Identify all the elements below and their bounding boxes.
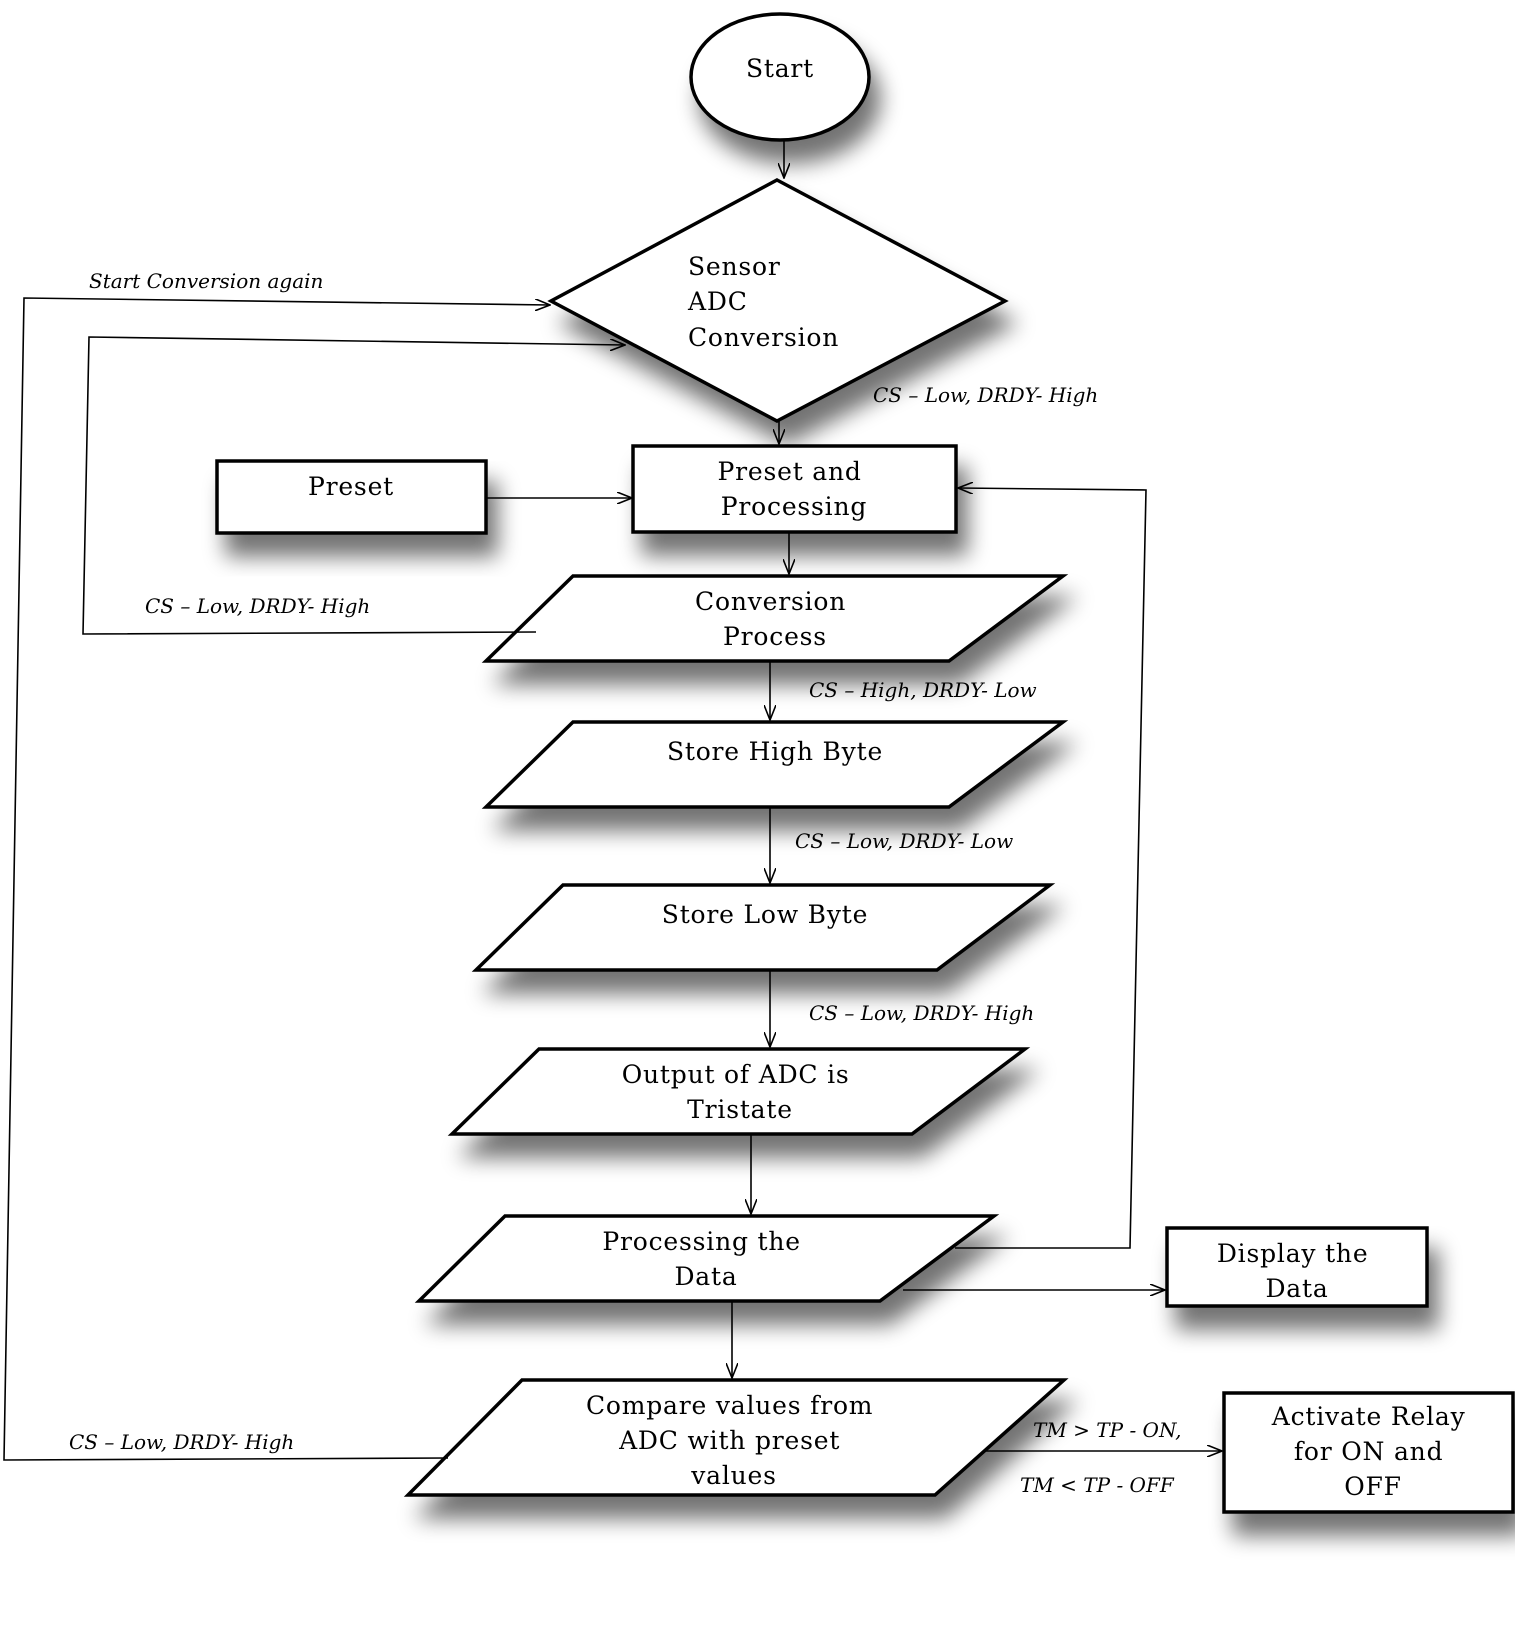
display-data-line-1: Display the	[1217, 1239, 1369, 1268]
start-node: Start	[689, 12, 871, 142]
label-relay-off: TM < TP - OFF	[1020, 1473, 1175, 1497]
store-low-byte-box: Store Low Byte	[471, 883, 1056, 972]
label-start-again: Start Conversion again	[89, 269, 323, 293]
conversion-process-line-2: Process	[723, 622, 827, 651]
conversion-process-label: Conversion Process	[695, 587, 855, 651]
activate-relay-label: Activate Relay for ON and OFF	[1271, 1402, 1475, 1501]
processing-data-line-1: Processing the	[602, 1227, 800, 1256]
display-data-label: Display the Data	[1217, 1239, 1377, 1303]
sensor-adc-line-1: Sensor	[688, 252, 781, 281]
display-data-clip: Display the Data	[1217, 1239, 1377, 1303]
preset-processing-line-2: Processing	[721, 492, 867, 521]
loop-conversion-to-sensor	[82, 336, 625, 635]
compare-values-line-2: ADC with preset	[618, 1426, 840, 1455]
label-after-conversion: CS – High, DRDY- Low	[809, 678, 1037, 702]
label-loop-conversion: CS – Low, DRDY- High	[145, 594, 370, 618]
preset-processing-line-1: Preset and	[718, 457, 862, 486]
output-tristate-line-2: Tristate	[687, 1095, 793, 1124]
compare-values-line-3: values	[690, 1461, 777, 1490]
preset-label: Preset	[308, 472, 394, 501]
processing-data-line-2: Data	[674, 1262, 737, 1291]
compare-values-box: Compare values from ADC with preset valu…	[403, 1378, 1069, 1497]
loop-processing-data-to-preset-processing	[955, 488, 1147, 1249]
sensor-adc-line-3: Conversion	[688, 323, 839, 352]
conversion-process-box: Conversion Process	[481, 574, 1069, 663]
start-label: Start	[746, 54, 814, 83]
activate-relay-line-1: Activate Relay	[1271, 1402, 1466, 1431]
store-high-byte-box: Store High Byte	[481, 720, 1069, 809]
preset-box: Preset	[215, 459, 488, 535]
preset-processing-label: Preset and Processing	[718, 457, 871, 521]
loop-compare-to-sensor	[3, 297, 550, 1461]
display-data-box: Display the Data	[1165, 1226, 1429, 1308]
sensor-adc-line-2: ADC	[687, 287, 748, 316]
store-high-byte-label: Store High Byte	[667, 737, 883, 766]
output-tristate-label: Output of ADC is Tristate	[622, 1060, 859, 1124]
label-after-high-byte: CS – Low, DRDY- Low	[795, 829, 1013, 853]
label-after-low-byte: CS – Low, DRDY- High	[809, 1001, 1034, 1025]
label-relay-on: TM > TP - ON,	[1033, 1418, 1182, 1442]
processing-data-box: Processing the Data	[414, 1214, 1000, 1303]
conversion-process-line-1: Conversion	[695, 587, 846, 616]
sensor-adc-label: Sensor ADC Conversion	[687, 252, 839, 352]
processing-data-label: Processing the Data	[602, 1227, 809, 1291]
sensor-adc-decision: Sensor ADC Conversion	[547, 178, 1009, 423]
activate-relay-line-3: OFF	[1344, 1472, 1402, 1501]
output-tristate-box: Output of ADC is Tristate	[447, 1047, 1031, 1136]
compare-values-line-1: Compare values from	[586, 1391, 873, 1420]
activate-relay-line-2: for ON and	[1294, 1437, 1444, 1466]
label-after-sensor: CS – Low, DRDY- High	[873, 383, 1098, 407]
preset-processing-box: Preset and Processing	[631, 444, 958, 534]
output-tristate-line-1: Output of ADC is	[622, 1060, 850, 1089]
label-loop-compare: CS – Low, DRDY- High	[69, 1430, 294, 1454]
store-low-byte-label: Store Low Byte	[662, 900, 868, 929]
activate-relay-box: Activate Relay for ON and OFF	[1222, 1391, 1515, 1514]
compare-values-label: Compare values from ADC with preset valu…	[586, 1391, 882, 1490]
display-data-line-2: Data	[1265, 1274, 1328, 1303]
